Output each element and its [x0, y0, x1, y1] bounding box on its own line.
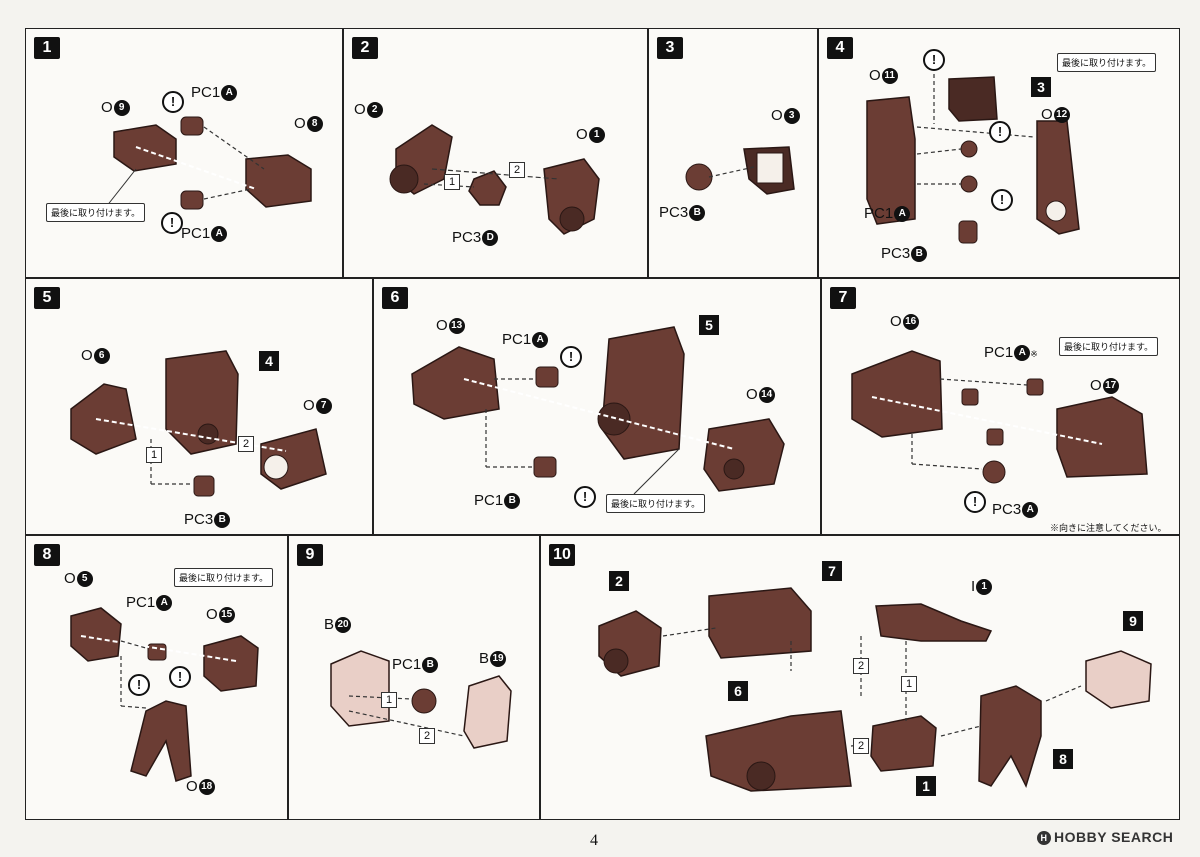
step-number: 6: [382, 287, 408, 309]
step-7-illustration: [851, 350, 1148, 484]
note-attach-last: 最後に取り付けます。: [1057, 53, 1157, 72]
ref-step-7: 7: [822, 561, 842, 581]
sequence-2: 2: [509, 162, 525, 178]
ref-step-9: 9: [1123, 611, 1143, 631]
step-number: 1: [34, 37, 60, 59]
warning-icon: !: [964, 491, 986, 513]
warning-icon: !: [574, 486, 596, 508]
step-4-illustration: [866, 74, 1080, 244]
step-9-illustration: [330, 650, 512, 749]
page-number: 4: [590, 832, 598, 849]
warning-icon: !: [169, 666, 191, 688]
warning-icon: !: [162, 91, 184, 113]
step-6-illustration: [411, 326, 785, 495]
warning-icon: !: [989, 121, 1011, 143]
ref-step-2: 2: [609, 571, 629, 591]
step-number: 3: [657, 37, 683, 59]
sequence-1: 1: [146, 447, 162, 463]
note-direction: ※向きに注意してください。: [1050, 523, 1167, 533]
warning-icon: !: [560, 346, 582, 368]
note-attach-last: 最後に取り付けます。: [1059, 337, 1159, 356]
step-3-illustration: [685, 146, 795, 195]
step-10-illustration: [598, 587, 1152, 792]
note-attach-last: 最後に取り付けます。: [174, 568, 274, 587]
ref-step-8: 8: [1053, 749, 1073, 769]
step-5-illustration: [70, 350, 327, 497]
ref-step-3: 3: [1031, 77, 1051, 97]
note-attach-last: 最後に取り付けます。: [606, 494, 706, 513]
sequence-2: 2: [419, 728, 435, 744]
hobby-search-logo-icon: H: [1037, 831, 1051, 846]
step-number: 4: [827, 37, 853, 59]
step-8-illustration: [70, 607, 259, 782]
warning-icon: !: [991, 189, 1013, 211]
warning-icon: !: [128, 674, 150, 696]
ref-step-1: 1: [916, 776, 936, 796]
note-attach-last: 最後に取り付けます。: [46, 203, 146, 222]
sequence-1: 1: [444, 174, 460, 190]
step-number: 8: [34, 544, 60, 566]
step-number: 10: [549, 544, 575, 566]
sequence-2: 2: [853, 658, 869, 674]
step-number: 5: [34, 287, 60, 309]
step-number: 2: [352, 37, 378, 59]
sequence-1: 1: [381, 692, 397, 708]
ref-step-6: 6: [728, 681, 748, 701]
ref-step-5: 5: [699, 315, 719, 335]
sequence-2: 2: [238, 436, 254, 452]
warning-icon: !: [923, 49, 945, 71]
warning-icon: !: [161, 212, 183, 234]
sequence-2: 2: [853, 738, 869, 754]
step-number: 9: [297, 544, 323, 566]
step-number: 7: [830, 287, 856, 309]
step-2-illustration: [389, 124, 600, 235]
sequence-1: 1: [901, 676, 917, 692]
ref-step-4: 4: [259, 351, 279, 371]
step-1-illustration: [105, 116, 312, 210]
